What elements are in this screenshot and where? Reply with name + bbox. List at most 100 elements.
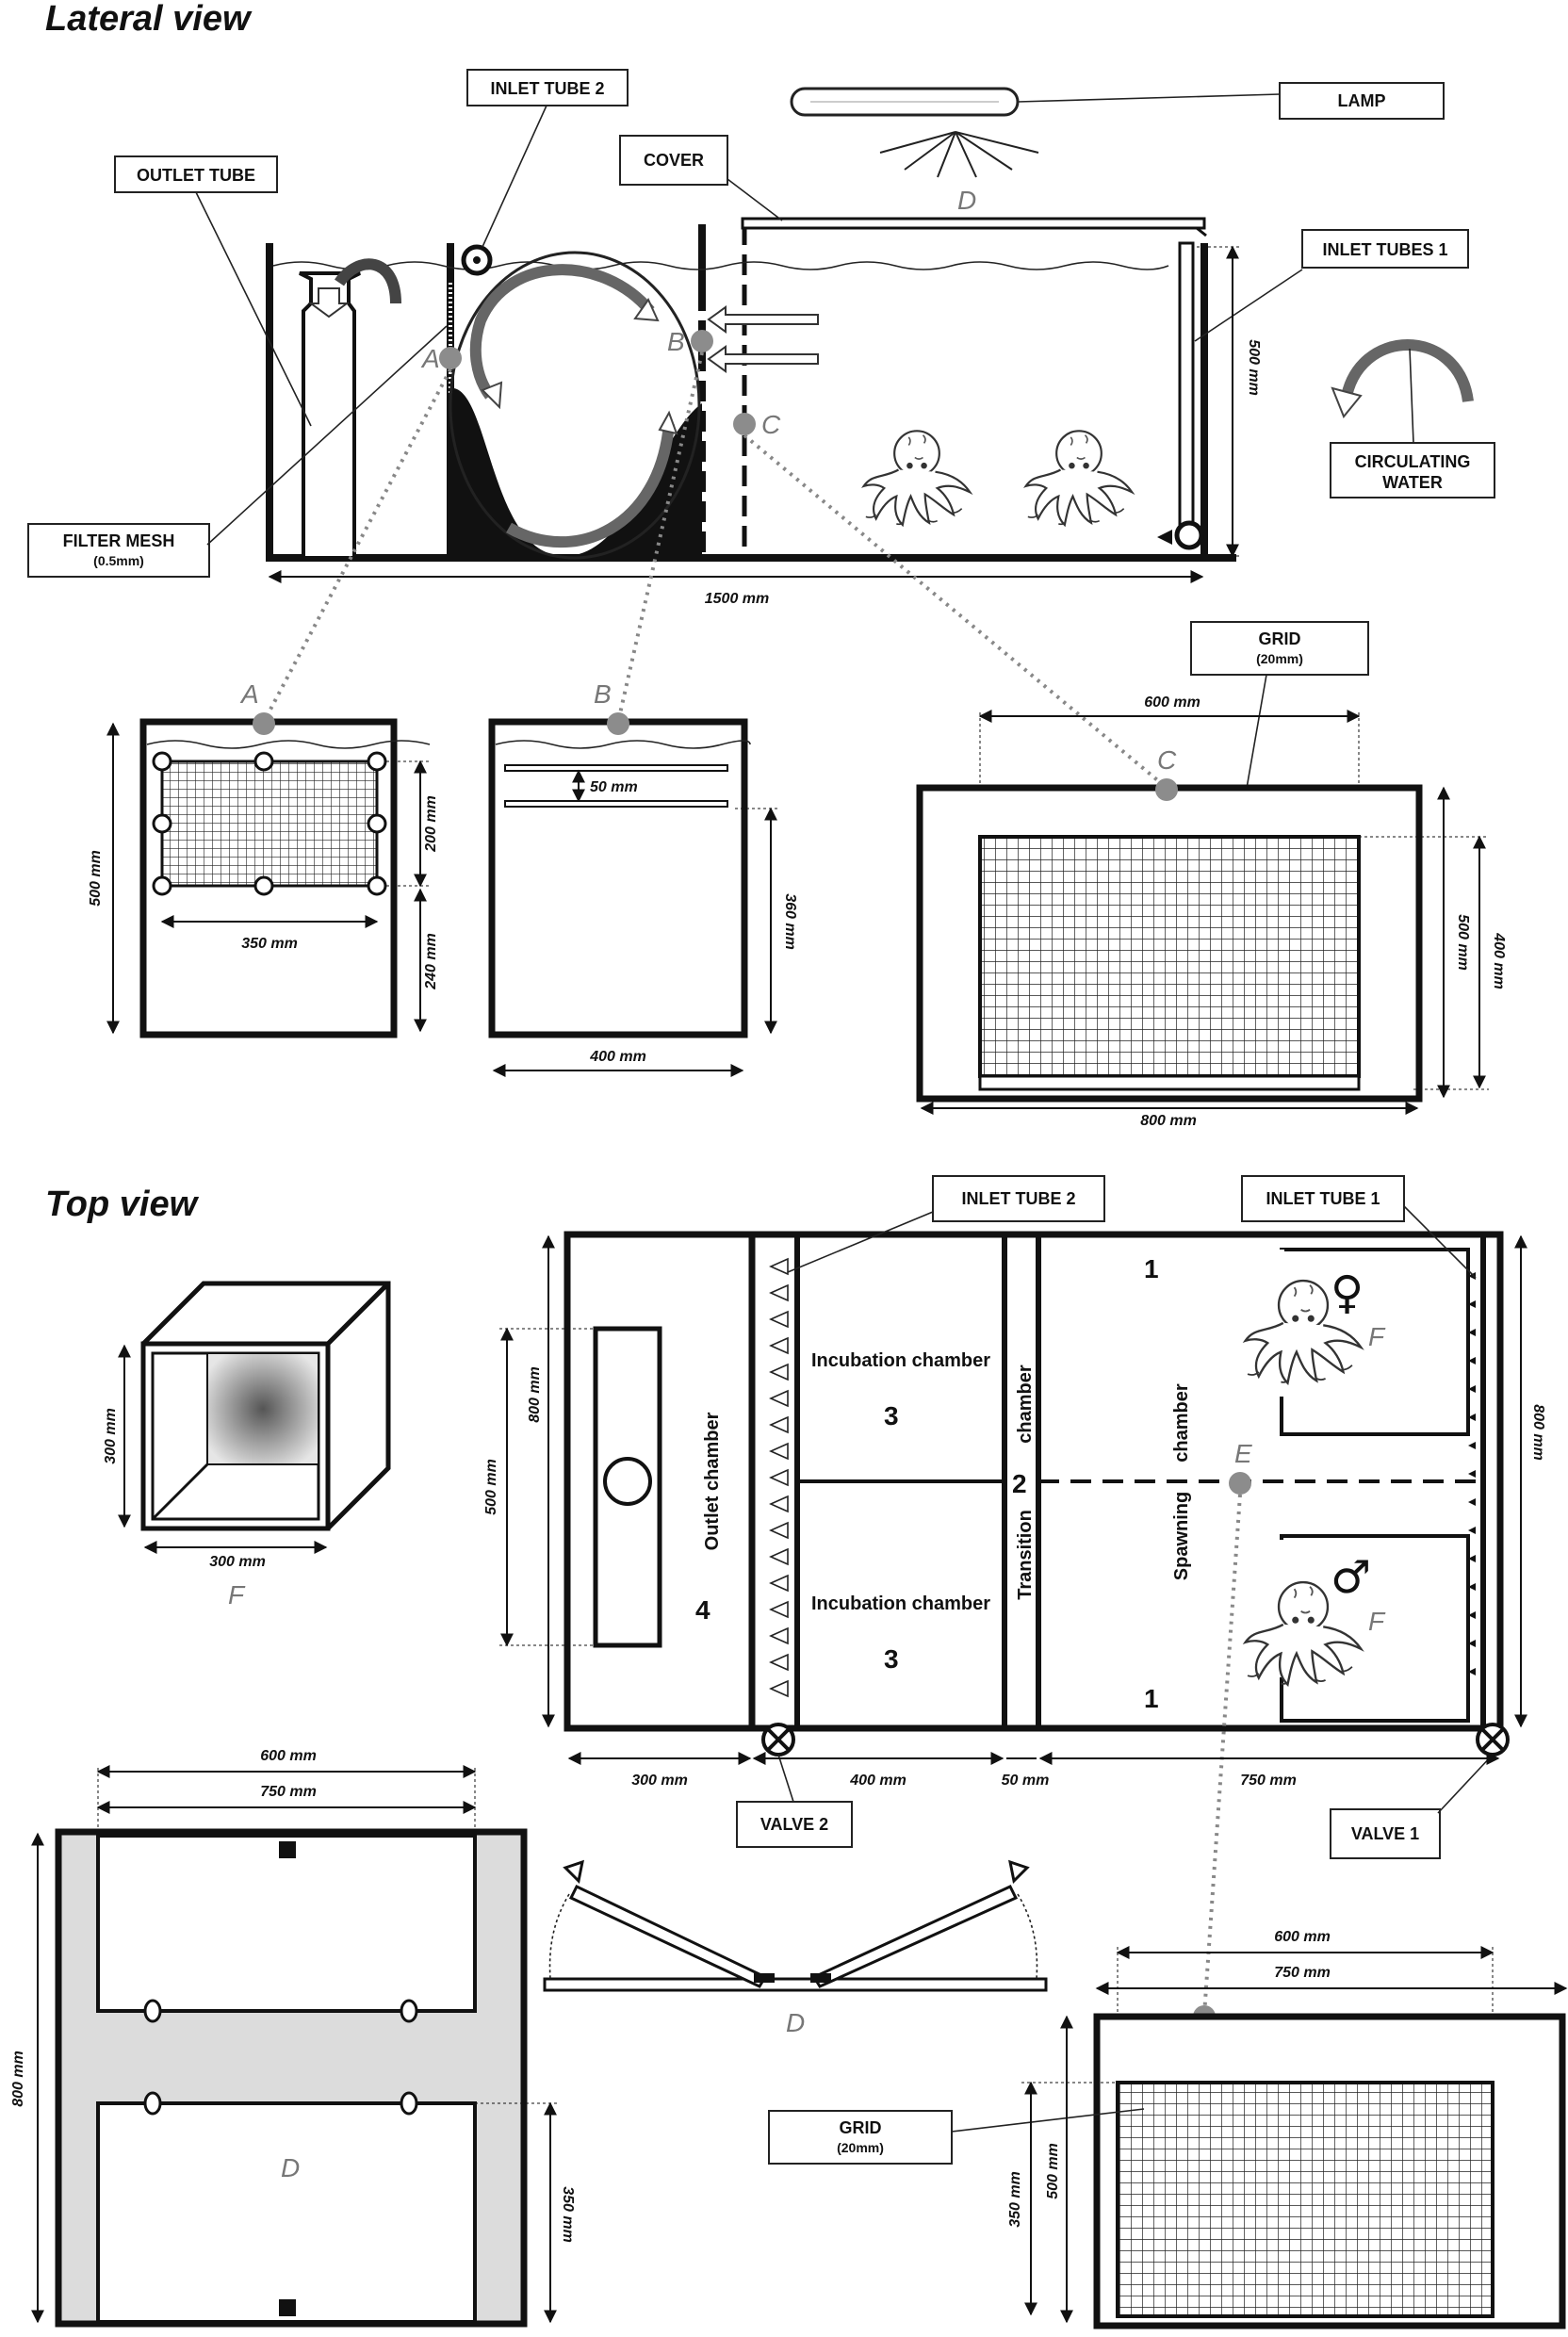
water-surface [272,261,1169,270]
cover-wing-left [568,1885,768,1988]
panel-c-label: C [1157,745,1177,775]
cover-handle-top [279,1841,296,1858]
cover-swing-l [548,1893,570,1980]
shelter-opening [206,1352,319,1465]
inlet-tubes-1-callout [1301,229,1469,269]
dim-b-50-text: 50 mm [590,779,638,795]
dim-c-600-text: 600 mm [1144,695,1200,711]
panel-b-point [607,712,629,735]
grid-callout-e [768,2110,953,2165]
dim-d-600-text: 600 mm [260,1748,317,1764]
dim-top-400-text: 400 mm [849,1773,906,1789]
dim-a-200-text: 200 mm [423,795,439,853]
outlet-tube-leader [195,191,312,427]
valve-2-callout [736,1801,853,1848]
dim-d-750-text: 750 mm [260,1784,317,1800]
octopus-icon [862,430,972,527]
inlet-tube-2-callout [466,69,629,106]
connector-a [262,368,452,723]
circulation-cylinder [449,251,701,560]
chamber-2-number: 2 [1012,1469,1027,1498]
shelter-female-f: F [1368,1322,1386,1351]
outlet-arrow-icon [307,287,351,319]
connector-e [1202,1494,1242,2016]
dim-d-800-text: 800 mm [10,2051,26,2107]
circulating-water-icon [1340,339,1474,403]
dim-e-500-text: 500 mm [1045,2143,1061,2199]
outlet-tube [299,271,361,556]
inlet-arrow-2 [707,345,819,373]
slot-bottom [504,800,728,808]
point-a-label: A [420,344,440,373]
inlet-1-nozzles [1468,1272,1476,1675]
chamber-4-number: 4 [695,1595,710,1625]
valve-2-label: VALVE 2 [760,1815,828,1834]
female-symbol: ♀ [1331,1267,1364,1319]
outlet-tube-label: OUTLET TUBE [137,166,255,185]
cover-leader [727,178,783,221]
grid-sublabel-e: (20mm) [837,2140,884,2155]
shelter-perspective [151,1463,320,1521]
lamp-callout [1279,82,1445,120]
overflow-curve [335,258,401,304]
grid-sublabel-c: (20mm) [1256,651,1303,666]
point-e-label: E [1234,1439,1252,1468]
cover-d-label: D [281,2153,300,2182]
circulating-water-label-1: CIRCULATING [1355,452,1471,471]
circulating-leader [1409,348,1414,444]
dim-c-800-text: 800 mm [1140,1113,1197,1129]
grid-panel-e [1116,2081,1494,2318]
connector-b [616,351,704,723]
panel-a-point [253,712,275,735]
panel-c-point [1155,778,1178,801]
dim-top-800-left-text: 800 mm [527,1366,543,1423]
cover-wing-tips [563,1859,1030,1885]
dim-f-300-h-text: 300 mm [209,1554,266,1570]
filter-mesh-panel [160,760,379,888]
dim-a-350-text: 350 mm [241,936,298,952]
dim-top-500-text: 500 mm [483,1459,499,1515]
dim-top-300-text: 300 mm [631,1773,688,1789]
chamber-1-bottom: 1 [1144,1684,1159,1713]
incubation-chamber-bottom-label: Incubation chamber [811,1593,990,1614]
dim-top-50-text: 50 mm [1002,1773,1050,1789]
cover-swing-r [1017,1893,1038,1980]
cover-latch-l [754,1973,775,1983]
point-e-marker [1229,1472,1251,1495]
inlet-tubes-1-label: INLET TUBES 1 [1322,240,1447,259]
grid-label-c: GRID [1259,629,1301,648]
shelter-box-edges [141,1281,391,1530]
inlet-tubes-1-leader [1194,269,1303,342]
panel-a-label: A [239,679,259,709]
inlet-tube-1-pipe [1178,241,1195,537]
grid-panel-c [978,835,1361,1078]
point-b-marker [691,330,713,352]
chamber-1-top: 1 [1144,1254,1159,1283]
circulation-arrow-bottom [506,423,675,548]
grid-label-e: GRID [840,2118,882,2137]
cover-hinges [143,1999,418,2116]
transition-chamber-label-b: chamber [1015,1365,1036,1444]
inlet-tube-1-top-leader [1403,1205,1477,1279]
inlet-arrow-1 [707,305,819,334]
point-c-marker [733,413,756,435]
arrowheads [481,297,678,435]
mesh-bolts [152,751,387,896]
panel-b-water [495,740,751,749]
dim-top-750-text: 750 mm [1240,1773,1297,1789]
panel-a-water [146,740,431,749]
transition-chamber-label-a: Transition [1015,1510,1036,1600]
point-b-label: B [667,327,685,356]
top-view-title: Top view [45,1185,200,1224]
filter-mesh-callout [27,523,210,578]
incubation-chamber-top-label: Incubation chamber [811,1350,990,1371]
shelter-male-f: F [1368,1607,1386,1636]
inlet-nozzle [1157,530,1172,545]
cover-hinge [1196,226,1207,237]
cover-side-d-label: D [786,2008,805,2037]
point-f-label: F [228,1580,246,1610]
cover-latch-r [810,1973,831,1983]
lamp-rays [879,131,1039,178]
dim-e-350-text: 350 mm [1007,2171,1023,2228]
filter-mesh-sublabel: (0.5mm) [93,553,144,568]
